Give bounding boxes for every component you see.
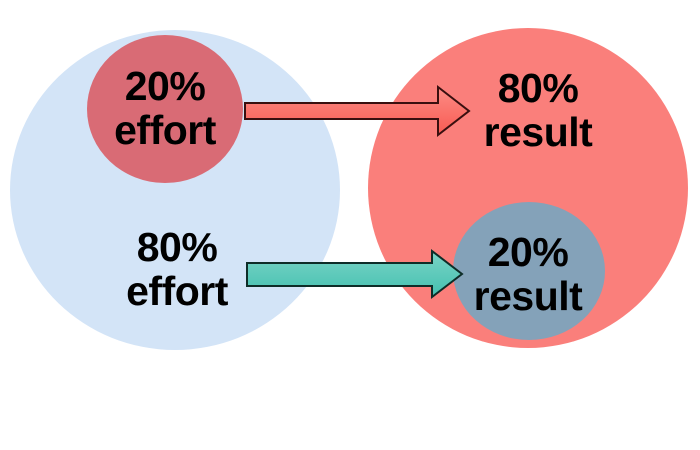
arrow-teal-shape [246, 248, 464, 300]
label-20-percent-result: 20% result [428, 230, 628, 318]
arrow-red-shape [244, 84, 471, 138]
label-line: 80% [136, 224, 218, 270]
label-80-percent-result: 80% result [438, 66, 638, 154]
label-20-percent-effort: 20% effort [65, 64, 265, 152]
label-line: result [473, 273, 583, 319]
result-circle-small [453, 202, 605, 340]
label-line: 20% [124, 63, 206, 109]
label-line: 80% [497, 65, 579, 111]
arrow-effort-to-big-result-icon [244, 84, 471, 138]
label-line: effort [126, 268, 228, 314]
label-80-percent-effort: 80% effort [77, 225, 277, 313]
effort-circle-small [87, 35, 243, 183]
arrow-effort-to-small-result-icon [246, 248, 464, 300]
label-line: result [483, 109, 593, 155]
label-line: effort [114, 107, 216, 153]
label-line: 20% [487, 229, 569, 275]
